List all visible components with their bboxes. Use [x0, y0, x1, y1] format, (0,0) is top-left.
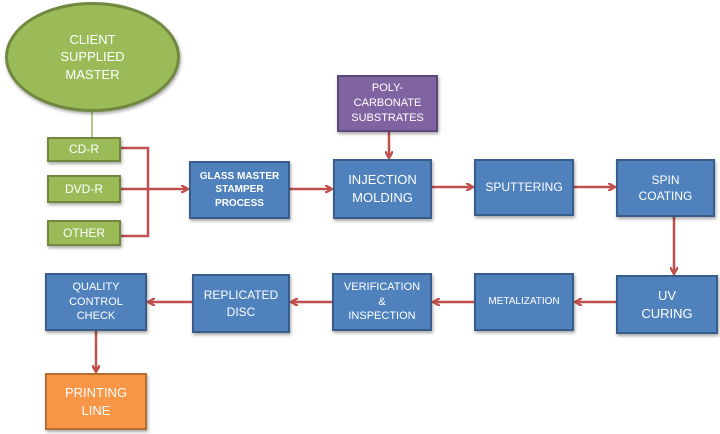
uv-curing-node: UV CURING [616, 275, 718, 334]
metalization-node: METALIZATION [474, 273, 574, 331]
sputtering-node: SPUTTERING [474, 159, 574, 216]
polycarbonate-substrates-node: POLY- CARBONATE SUBSTRATES [337, 75, 438, 132]
client-supplied-master-node: CLIENT SUPPLIED MASTER [5, 2, 180, 112]
quality-control-check-node: QUALITY CONTROL CHECK [45, 273, 147, 331]
dvd-r-node: DVD-R [47, 175, 121, 203]
injection-molding-node: INJECTION MOLDING [333, 159, 432, 219]
connector-cdr-bracket [121, 146, 150, 238]
cd-r-node: CD-R [47, 137, 121, 162]
printing-line-node: PRINTING LINE [45, 373, 147, 430]
glass-master-stamper-node: GLASS MASTER STAMPER PROCESS [189, 161, 290, 219]
spin-coating-node: SPIN COATING [616, 159, 715, 217]
other-node: OTHER [47, 220, 121, 246]
replicated-disc-node: REPLICATED DISC [192, 274, 290, 333]
verification-inspection-node: VERIFICATION & INSPECTION [332, 273, 432, 331]
